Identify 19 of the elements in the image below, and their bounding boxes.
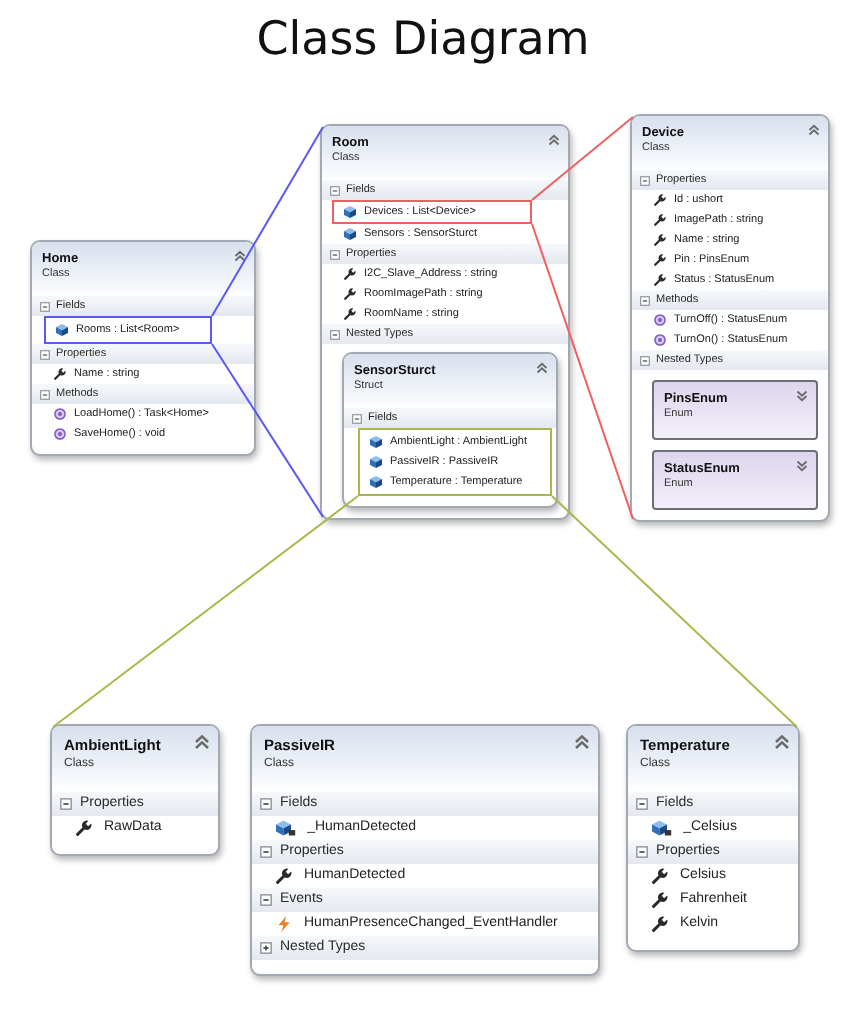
class-box	[250, 724, 600, 976]
connector-line	[531, 223, 634, 520]
connector-line	[531, 116, 634, 201]
enum-box	[652, 380, 818, 440]
connector-line	[551, 495, 798, 728]
class-box	[30, 240, 256, 456]
diagram-title: Class Diagram	[256, 12, 590, 68]
class-box	[50, 724, 220, 856]
class-box	[630, 114, 830, 522]
highlight-box	[44, 316, 212, 344]
class-box	[626, 724, 800, 952]
connector-line	[211, 343, 324, 518]
connector-line	[211, 126, 324, 317]
class-box	[320, 124, 570, 520]
connector-line	[52, 495, 359, 728]
highlight-box	[358, 428, 552, 496]
highlight-box	[332, 200, 532, 224]
enum-box	[652, 450, 818, 510]
struct-box	[342, 352, 558, 508]
